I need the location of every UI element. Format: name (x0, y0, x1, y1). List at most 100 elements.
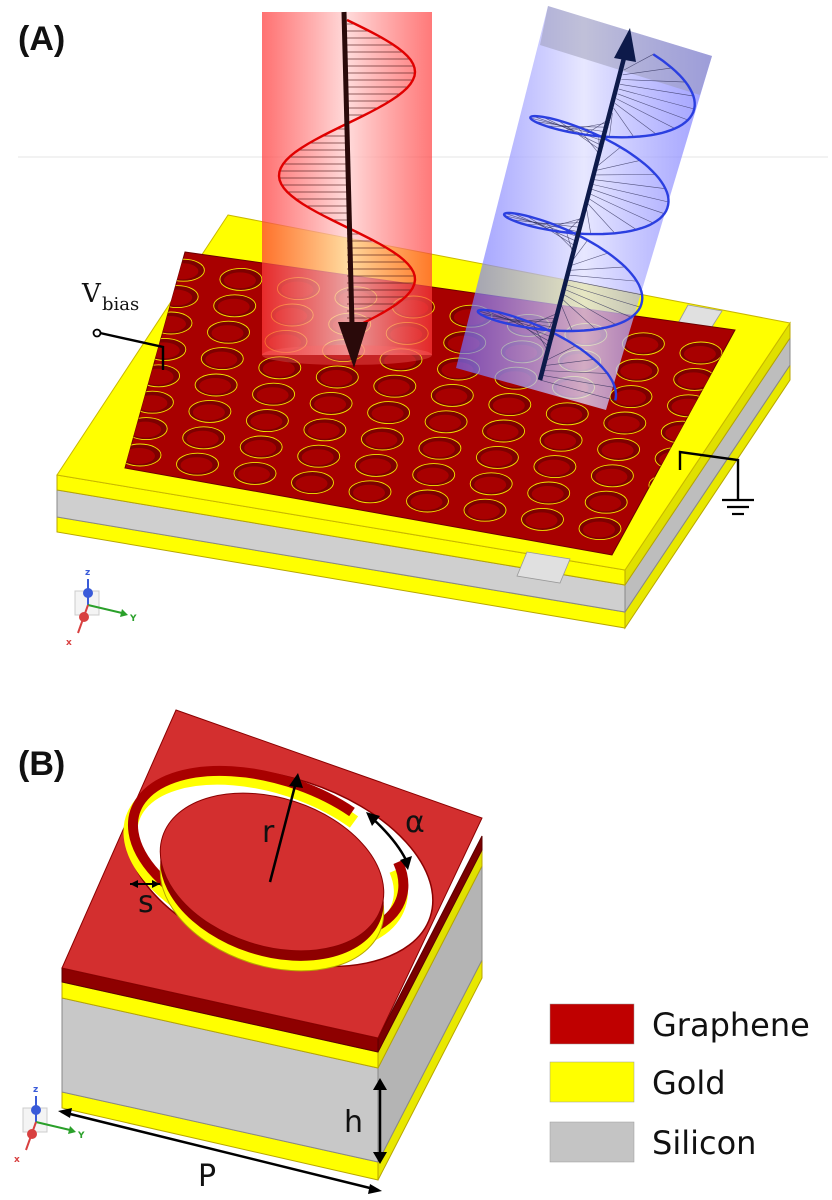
split-ring-disc (429, 414, 462, 431)
helix-spoke (567, 279, 643, 296)
bias-symbol: V (81, 279, 102, 309)
bias-wire (99, 331, 165, 370)
helix-spoke (561, 298, 596, 330)
split-ring-disc (384, 352, 416, 369)
split-ring-disc (238, 466, 270, 483)
unit-cell (61, 709, 483, 1181)
axis-z-label: z (85, 568, 90, 578)
helix-spoke (557, 119, 603, 152)
split-ring-disc (307, 422, 340, 439)
split-ring-disc (371, 405, 404, 422)
split-ring-disc (223, 272, 256, 289)
helix-spoke (539, 379, 616, 401)
ground-icon (678, 450, 754, 516)
helix-spoke (622, 67, 672, 76)
split-ring-disc (550, 406, 583, 423)
helix-spoke (569, 266, 626, 271)
split-ring-disc (320, 370, 353, 386)
split-ring-disc (683, 346, 716, 362)
axis-x-label: x (14, 1155, 20, 1165)
split-ring-disc (422, 441, 455, 458)
helix-spoke (565, 284, 641, 308)
height-label: h (344, 1105, 363, 1140)
split-ring-disc (410, 494, 443, 510)
helix-spoke (623, 54, 654, 71)
split-ring-disc (192, 404, 225, 421)
helix-spoke (621, 79, 686, 83)
helix-curve (476, 53, 696, 401)
helix-spoke (614, 103, 657, 135)
helix-spoke (543, 359, 595, 366)
legend-swatch-gold (549, 1061, 635, 1103)
split-ring-disc (486, 424, 519, 440)
helix-spoke (591, 188, 665, 214)
split-ring-disc (474, 476, 507, 493)
split-ring-disc (492, 397, 525, 414)
helix-spoke (576, 126, 601, 156)
circular-polarization-wave (476, 53, 696, 401)
split-ring-disc (244, 440, 277, 456)
helix-spoke (592, 184, 669, 203)
helix-spoke (541, 374, 615, 388)
split-ring-disc (525, 512, 558, 529)
axis-x-label: x (66, 638, 72, 648)
split-ring-disc (589, 495, 622, 512)
split-ring-disc (607, 416, 640, 432)
helix-spoke (613, 108, 635, 138)
split-ring-disc (435, 388, 468, 405)
helix-spoke (620, 84, 694, 97)
split-ring-disc (416, 467, 449, 484)
axis-triad-icon: z Y x (66, 568, 137, 648)
frame-gap-bottom (516, 551, 571, 584)
helix-spoke (560, 303, 573, 332)
period-label: P (198, 1159, 216, 1194)
split-ring-disc (359, 458, 392, 475)
split-ring-disc (537, 459, 570, 476)
helix-spoke (586, 208, 592, 235)
incident-arrow-head (338, 322, 368, 368)
split-ring-disc (186, 430, 219, 447)
split-ring-disc (301, 449, 334, 466)
split-ring-disc (256, 387, 289, 404)
helix-spoke (596, 160, 641, 171)
split-ring-disc (180, 457, 213, 474)
voltage-terminal-icon (92, 328, 102, 338)
split-ring-disc (314, 396, 347, 413)
split-ring-disc (595, 468, 628, 485)
split-ring-disc (544, 433, 577, 450)
legend-swatch-silicon (549, 1121, 635, 1163)
helix-spoke (542, 370, 608, 374)
radius-line (268, 781, 298, 883)
angle-arc (371, 817, 408, 861)
split-ring-disc (125, 448, 155, 464)
dimension-annotations: r α s h P (58, 773, 425, 1194)
helix-spoke (545, 345, 576, 362)
split-ring-disc (620, 363, 653, 380)
split-ring-disc (250, 413, 283, 430)
split-ring-disc (480, 450, 513, 467)
split-ring-disc (160, 289, 193, 306)
gap-label: s (138, 885, 154, 920)
helix-spoke (532, 115, 605, 142)
wave-curve (277, 18, 417, 330)
legend-swatch-graphene (549, 1003, 635, 1045)
reflected-beam (456, 6, 712, 410)
split-ring-disc (295, 475, 328, 492)
legend-label-gold: Gold (652, 1064, 726, 1102)
helix-spoke (572, 240, 588, 261)
incident-beam (262, 11, 432, 368)
helix-spoke (512, 212, 578, 242)
split-ring-disc (205, 351, 238, 368)
reflected-arrow-head (614, 28, 636, 62)
helix-spoke (564, 289, 632, 318)
helix-spoke (543, 217, 584, 230)
helix-spoke (483, 309, 552, 338)
legend-label-silicon: Silicon (652, 1124, 756, 1162)
axis-y-label: Y (77, 1131, 85, 1141)
helix-spoke (524, 312, 559, 328)
helix-spoke (616, 98, 676, 129)
split-ring-disc (262, 360, 295, 377)
split-ring-disc (601, 442, 634, 459)
helix-spoke (590, 193, 654, 224)
split-ring-disc (468, 503, 500, 520)
